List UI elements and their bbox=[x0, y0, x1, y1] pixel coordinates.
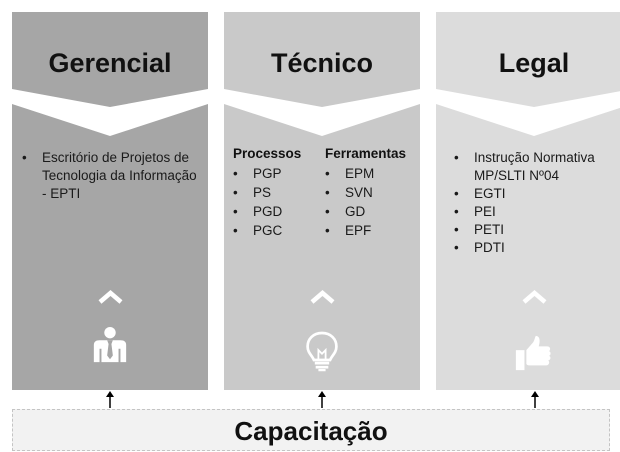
column-legal: Legal Instrução Normativa MP/SLTI Nº04 E… bbox=[436, 12, 620, 390]
list-item: Escritório de Projetos de Tecnologia da … bbox=[20, 149, 204, 203]
list-item: EPM bbox=[323, 164, 374, 183]
column-tecnico-background bbox=[224, 12, 420, 390]
arrow-up-icon bbox=[531, 391, 539, 408]
list-item: PGC bbox=[231, 221, 282, 240]
chevron-up-icon bbox=[310, 290, 335, 304]
list-item: PS bbox=[231, 183, 282, 202]
list-item: PETI bbox=[452, 221, 620, 239]
arrow-up-icon bbox=[318, 391, 326, 408]
column-title: Técnico bbox=[270, 48, 374, 78]
list-item: EPF bbox=[323, 221, 374, 240]
column-tecnico: Técnico Processos PGP PS PGD PGC Ferrame… bbox=[224, 12, 420, 390]
group-heading-processos: Processos bbox=[233, 146, 302, 161]
chevron-up-icon bbox=[98, 290, 123, 304]
manager-person-icon bbox=[93, 326, 127, 363]
foundation-label: Capacitação bbox=[234, 416, 388, 446]
column-title: Gerencial bbox=[48, 48, 172, 78]
chevron-up-icon bbox=[522, 290, 547, 304]
group-heading-ferramentas: Ferramentas bbox=[325, 146, 407, 161]
foundation-bar: Capacitação bbox=[12, 409, 610, 451]
list-item: PDTI bbox=[452, 239, 620, 257]
list-item: PGD bbox=[231, 202, 282, 221]
column-title: Legal bbox=[498, 48, 570, 78]
item-list: Escritório de Projetos de Tecnologia da … bbox=[20, 149, 204, 203]
thumbs-up-icon bbox=[515, 335, 551, 371]
processos-list: PGP PS PGD PGC bbox=[231, 164, 282, 240]
item-list: Instrução Normativa MP/SLTI Nº04 EGTI PE… bbox=[452, 149, 620, 257]
list-item: EGTI bbox=[452, 185, 620, 203]
arrow-up-icon bbox=[106, 391, 114, 408]
list-item: GD bbox=[323, 202, 374, 221]
lightbulb-icon bbox=[306, 331, 338, 372]
ferramentas-list: EPM SVN GD EPF bbox=[323, 164, 374, 240]
list-item: PGP bbox=[231, 164, 282, 183]
list-item: PEI bbox=[452, 203, 620, 221]
list-item: SVN bbox=[323, 183, 374, 202]
list-item: Instrução Normativa MP/SLTI Nº04 bbox=[452, 149, 620, 185]
column-gerencial: Gerencial Escritório de Projetos de Tecn… bbox=[12, 12, 208, 390]
